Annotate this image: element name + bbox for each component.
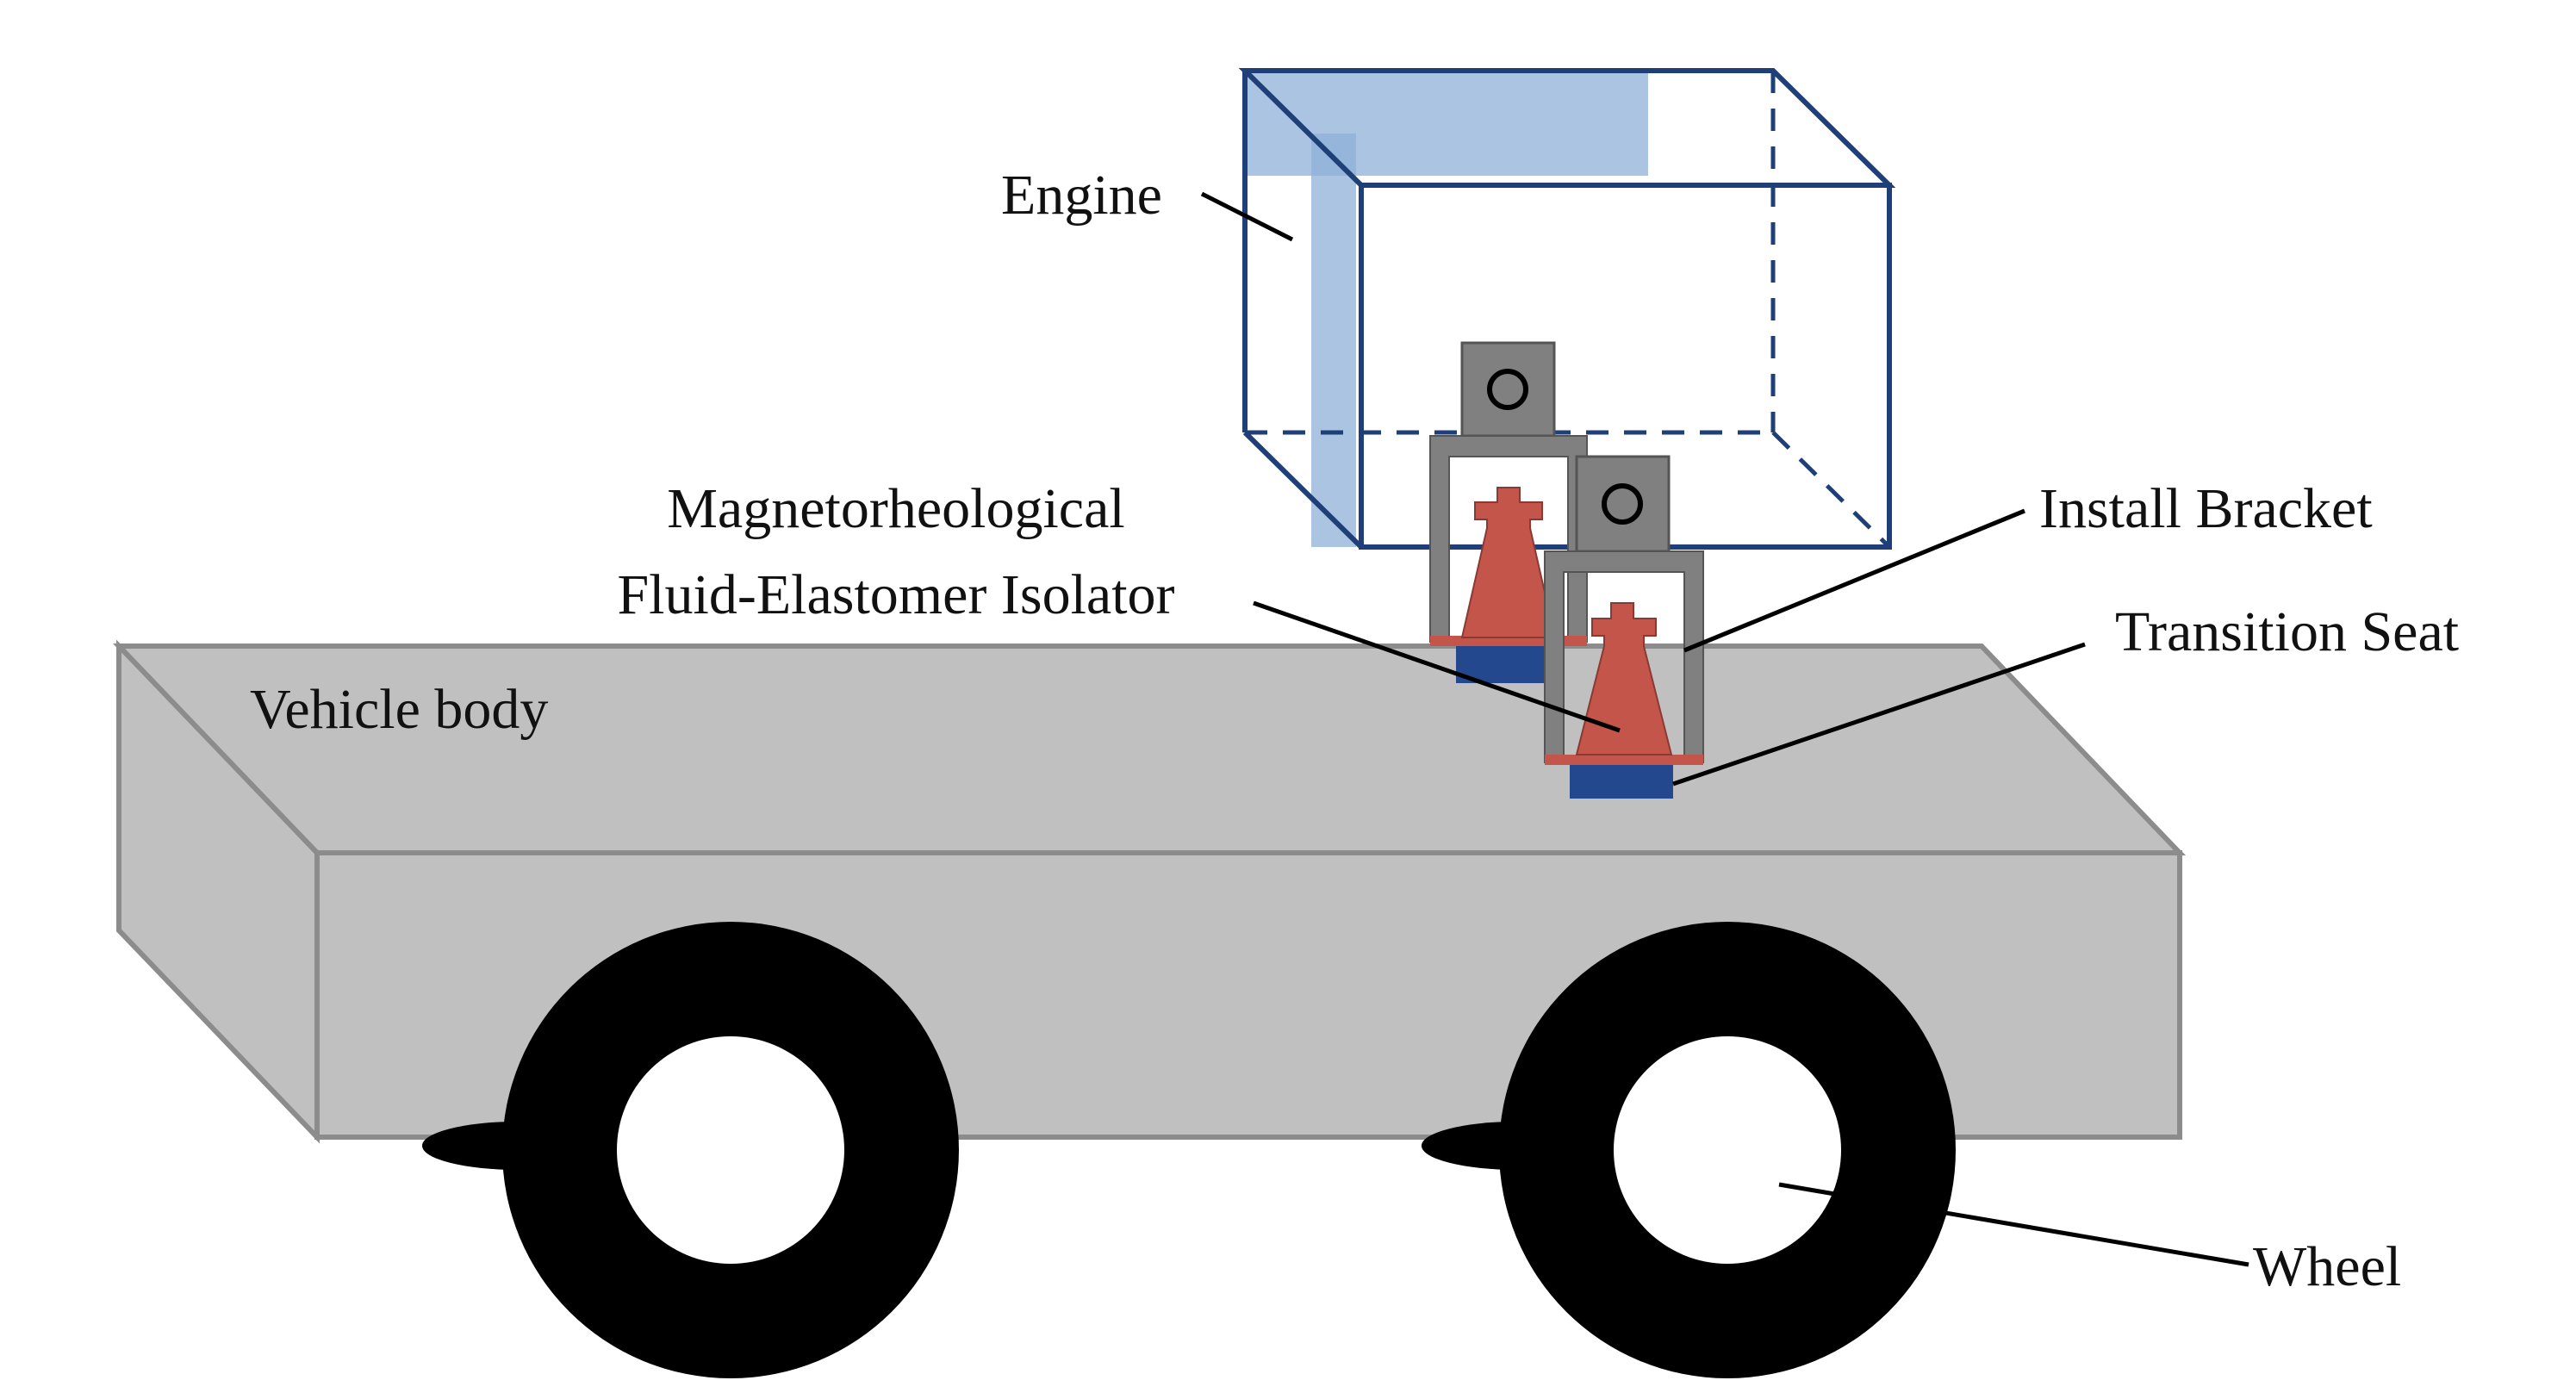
wheel-leader (1778, 1182, 2249, 1267)
transition-seat-rear (1456, 642, 1559, 683)
front-left-wheel (422, 922, 959, 1378)
wheel-label: Wheel (2253, 1235, 2401, 1298)
isolator-label-line2: Fluid-Elastomer Isolator (617, 563, 1174, 626)
isolator-rear (1460, 487, 1557, 638)
isolator-front (1575, 602, 1673, 755)
wheel-hub (617, 1036, 844, 1264)
install-bracket-label: Install Bracket (2039, 477, 2373, 540)
mount-block (1460, 341, 1556, 438)
engine-shaded-side (1311, 134, 1356, 547)
isolator-label-line1: Magnetorheological (667, 477, 1124, 540)
engine-label: Engine (1001, 164, 1162, 227)
transition-seat-front (1570, 762, 1673, 799)
vehicle-body-label: Vehicle body (250, 678, 548, 741)
isolator-assembly-front (1544, 455, 1704, 799)
bolt-hole (1487, 369, 1528, 410)
isolator-leader (1253, 600, 1621, 733)
engine-leader (1200, 191, 1294, 242)
rear-right-wheel (1422, 922, 1956, 1378)
wheel-hub (1614, 1036, 1841, 1264)
vehicle-body-top-face (112, 644, 2187, 855)
bolt-hole (1602, 483, 1643, 525)
mount-block (1575, 455, 1671, 553)
install-bracket-leader (1683, 508, 2025, 653)
engine-shaded-top (1245, 71, 1648, 176)
transition-seat-leader (1672, 642, 2086, 787)
transition-seat-label: Transition Seat (2115, 600, 2459, 663)
